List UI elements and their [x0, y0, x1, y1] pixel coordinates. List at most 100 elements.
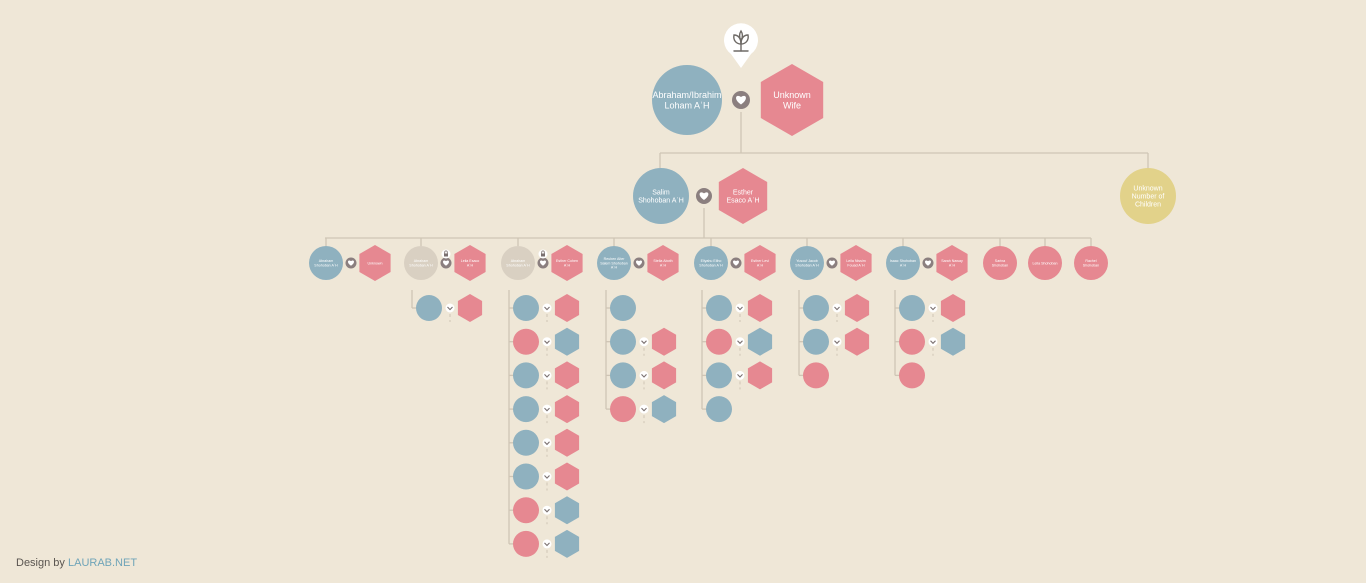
gen3-wife-node-3-shape — [647, 245, 679, 281]
expand-chevron-down-icon[interactable] — [928, 337, 938, 347]
expand-chevron-down-icon[interactable] — [445, 303, 455, 313]
gen4-child-node-1-3[interactable] — [513, 396, 539, 423]
gen4-child-node-4-1[interactable] — [803, 328, 829, 355]
lock-icon[interactable] — [538, 249, 548, 259]
gen4-spouse-node-1-3[interactable] — [554, 395, 580, 424]
lock-icon[interactable] — [441, 249, 451, 259]
expand-chevron-down-icon[interactable] — [928, 303, 938, 313]
expand-chevron-down-icon[interactable] — [832, 337, 842, 347]
expand-chevron-down-icon[interactable] — [542, 539, 552, 549]
gen4-child-node-1-6[interactable] — [513, 497, 539, 524]
expand-chevron-down-icon[interactable] — [735, 337, 745, 347]
gen4-child-node-5-0[interactable] — [899, 295, 925, 321]
gen3-daughter-node-2-shape — [1074, 246, 1108, 280]
marriage-heart-icon[interactable] — [696, 188, 712, 204]
expand-chevron-down-icon[interactable] — [735, 303, 745, 313]
gen4-child-node-1-5[interactable] — [513, 463, 539, 490]
gen4-spouse-node-1-2[interactable] — [554, 361, 580, 390]
gen4-spouse-node-1-4[interactable] — [554, 428, 580, 457]
gen4-spouse-node-2-1[interactable] — [651, 327, 677, 356]
gen4-child-node-5-1[interactable] — [899, 328, 925, 355]
gen4-spouse-node-5-0[interactable] — [940, 294, 966, 322]
gen4-child-node-5-2-shape — [899, 362, 925, 389]
gen4-spouse-node-0-0[interactable] — [457, 294, 483, 322]
marriage-heart-icon[interactable] — [537, 257, 549, 269]
expand-chevron-down-icon[interactable] — [542, 505, 552, 515]
expand-chevron-down-icon[interactable] — [639, 337, 649, 347]
marriage-heart-icon[interactable] — [633, 257, 645, 269]
gen4-spouse-node-4-1[interactable] — [844, 327, 870, 356]
gen4-child-node-2-1[interactable] — [610, 328, 636, 355]
gen4-spouse-node-1-0[interactable] — [554, 294, 580, 322]
gen4-child-node-1-4[interactable] — [513, 429, 539, 456]
expand-chevron-down-icon[interactable] — [542, 472, 552, 481]
gen4-spouse-node-1-7[interactable] — [554, 529, 580, 558]
gen4-child-node-3-3[interactable] — [706, 396, 732, 423]
gen4-child-node-0-0[interactable] — [416, 295, 442, 321]
marriage-heart-icon[interactable] — [345, 257, 357, 269]
expand-chevron-down-icon[interactable] — [542, 337, 552, 347]
expand-chevron-down-icon[interactable] — [542, 370, 552, 380]
gen4-child-node-1-2[interactable] — [513, 362, 539, 389]
gen4-spouse-node-3-1-shape — [747, 327, 773, 356]
gen4-spouse-node-1-5[interactable] — [554, 462, 580, 491]
gen4-child-node-1-1[interactable] — [513, 328, 539, 355]
gen4-child-node-4-0[interactable] — [803, 295, 829, 321]
expand-chevron-down-icon[interactable] — [639, 404, 649, 414]
gen4-spouse-node-1-1[interactable] — [554, 327, 580, 356]
marriage-heart-icon[interactable] — [440, 257, 452, 269]
gen4-child-node-2-0[interactable] — [610, 295, 636, 321]
marriage-heart-icon[interactable] — [730, 257, 742, 269]
gen3-daughter-node-1[interactable]: Leila Shohoban — [1028, 246, 1062, 280]
gen4-child-node-3-1[interactable] — [706, 328, 732, 355]
expand-chevron-down-icon[interactable] — [542, 438, 552, 448]
expand-chevron-down-icon[interactable] — [735, 370, 745, 380]
gen4-spouse-node-4-0[interactable] — [844, 294, 870, 322]
gen4-child-node-1-0[interactable] — [513, 295, 539, 321]
gen4-spouse-node-1-6[interactable] — [554, 496, 580, 525]
marriage-heart-icon[interactable] — [826, 257, 838, 269]
expand-chevron-down-icon[interactable] — [832, 303, 842, 313]
gen3-wife-node-0[interactable]: Unknown — [359, 245, 391, 281]
gen4-spouse-node-2-3[interactable] — [651, 395, 677, 424]
gen4-child-node-1-7[interactable] — [513, 530, 539, 557]
gen4-spouse-node-5-1[interactable] — [940, 327, 966, 356]
gen4-child-node-4-2[interactable] — [803, 362, 829, 389]
gen4-spouse-node-2-2[interactable] — [651, 361, 677, 390]
marriage-heart-icon[interactable] — [922, 257, 934, 269]
footer-link[interactable]: LAURAB.NET — [67, 557, 138, 569]
gen4-child-node-5-2[interactable] — [899, 362, 925, 389]
gen4-spouse-node-3-0[interactable] — [747, 294, 773, 322]
gen4-child-node-3-2[interactable] — [706, 362, 732, 389]
expand-chevron-down-icon[interactable] — [542, 404, 552, 414]
gen4-spouse-node-3-2[interactable] — [747, 361, 773, 390]
marriage-heart-icon[interactable] — [732, 91, 750, 109]
gen4-spouse-node-3-1[interactable] — [747, 327, 773, 356]
gen4-child-node-2-3[interactable] — [610, 396, 636, 423]
gen4-child-node-2-2[interactable] — [610, 362, 636, 389]
gen4-child-node-3-0[interactable] — [706, 295, 732, 321]
expand-chevron-down-icon[interactable] — [639, 370, 649, 380]
expand-chevron-down-icon[interactable] — [542, 303, 552, 313]
